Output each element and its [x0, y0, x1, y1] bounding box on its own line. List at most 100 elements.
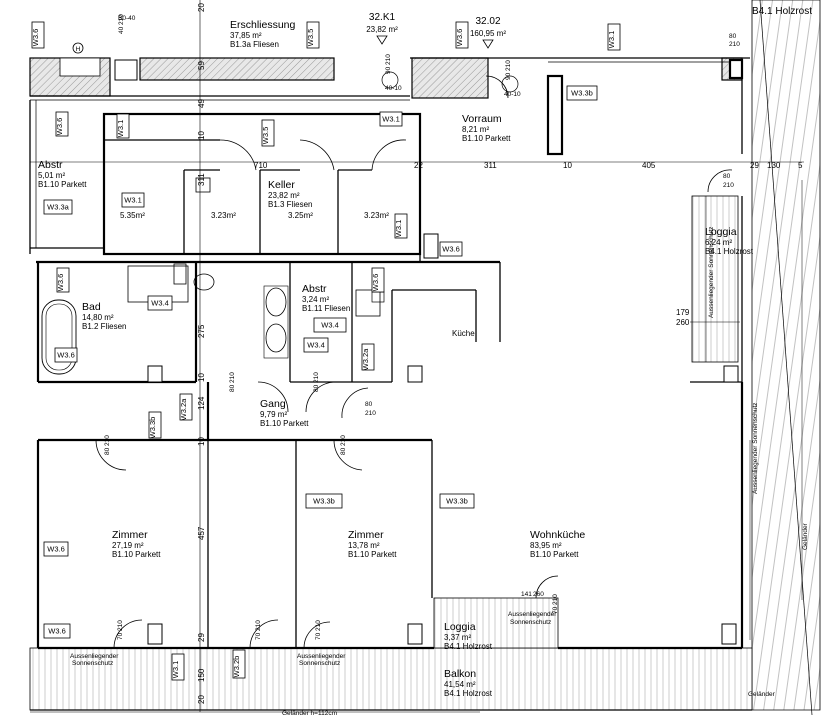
- wall-tag-box: [121, 192, 145, 208]
- wall-tag: W3.1: [171, 653, 185, 681]
- wall-tag-label: W3.6: [455, 29, 464, 47]
- wall-tag-label: W3.2a: [179, 398, 188, 421]
- wall-tag-label: W3.1: [382, 115, 400, 124]
- wall-tag-box: [361, 343, 375, 371]
- annotation-text: B0-40: [118, 15, 136, 22]
- wall-tag-label: W3.6: [371, 274, 380, 292]
- wall-tag-box: [313, 317, 347, 333]
- annotation-text: 179: [676, 308, 690, 317]
- wall-tag: W3.6: [56, 267, 70, 293]
- wall-tag-label: W3.4: [151, 299, 169, 308]
- annotation-text: 5.35m²: [120, 211, 145, 220]
- room-finish: B1.2 Fliesen: [82, 322, 126, 331]
- annotation-text: 210: [723, 182, 734, 189]
- room-finish: B1.10 Parkett: [530, 550, 579, 559]
- annotation-text: 3.25m²: [288, 211, 313, 220]
- annotation-text: 124: [197, 396, 206, 410]
- marker-label: 32.K1: [369, 12, 396, 23]
- wall-tag: W3.3a: [43, 199, 73, 215]
- marker-triangle: [482, 39, 494, 49]
- wall-tag-label: W3.3a: [47, 203, 70, 212]
- loggia-east-deck: [691, 195, 739, 363]
- room-area: 14,80 m²: [82, 313, 114, 322]
- wall-tag-label: W3.6: [47, 545, 65, 554]
- room-finish: B4.1 Holzrost: [444, 689, 493, 698]
- room-finish: B4.1 Holzrost: [444, 642, 493, 651]
- annotation-text: 311: [484, 161, 497, 170]
- hydrant-symbol: H: [72, 42, 519, 93]
- wall-tag-label: W3.1: [607, 31, 616, 49]
- room-finish: B1.11 Fliesen: [302, 304, 350, 313]
- annotation-text: 210: [729, 41, 740, 48]
- marker-area: 160,95 m²: [470, 29, 506, 38]
- annotation-text: 20: [197, 3, 206, 12]
- annotation-text: Aussenliegender: [508, 611, 557, 618]
- annotation-text: Sonnenschutz: [72, 660, 113, 667]
- annotation-text: Geländer h=112cm: [282, 710, 337, 717]
- annotation-text: Geländer: [748, 691, 776, 698]
- wall-tag-box: [439, 241, 463, 257]
- wall-tag-box: [148, 411, 162, 439]
- wall-tag-label: W3.1: [116, 120, 125, 138]
- wall-tag-box: [116, 113, 130, 139]
- annotation-text: 3.23m²: [364, 211, 389, 220]
- wall-tag-box: [305, 493, 343, 509]
- wall-tag: W3.6: [43, 541, 69, 557]
- wall-tag-box: [566, 85, 598, 101]
- room-area: 23,82 m²: [268, 191, 300, 200]
- annotation-text: 405: [642, 161, 656, 170]
- annotation-text: 80 210: [104, 435, 111, 455]
- annotation-text: Küche: [452, 329, 475, 338]
- annotation-text: 80 210: [229, 372, 236, 392]
- wall-tag-label: W3.4: [307, 341, 325, 350]
- annotation-text: 90 210: [385, 54, 392, 74]
- annotation-text: 40-10: [504, 91, 521, 98]
- room-area: 5,01 m²: [38, 171, 65, 180]
- room-finish: B1.3a Fliesen: [230, 40, 279, 49]
- annotation-text: Sonnenschutz: [299, 660, 340, 667]
- annotation-text: 5: [798, 161, 803, 170]
- wall-tag: W3.3b: [439, 493, 475, 509]
- annotation-text: 70 210: [552, 594, 559, 614]
- room-name: Abstr: [302, 283, 327, 295]
- balcony-deck: [29, 597, 753, 711]
- wall-tag-label: W3.1: [124, 196, 142, 205]
- wall-tag: W3.2a: [361, 343, 375, 371]
- wall-tag-box: [303, 337, 329, 353]
- wall-tag: W3.2b: [232, 649, 246, 679]
- annotation-text: 10: [197, 437, 206, 446]
- annotation-text: 70 210: [315, 620, 322, 640]
- room-name: Gang: [260, 398, 286, 410]
- annotation-text: 457: [197, 526, 206, 540]
- wall-tag-box: [171, 653, 185, 681]
- wall-tag-box: [43, 541, 69, 557]
- annotation-text: 70 210: [255, 620, 262, 640]
- annotation-text: Aussenliegender: [297, 653, 346, 660]
- annotation-text: 311: [197, 173, 206, 186]
- annotation-text: 59: [197, 61, 206, 70]
- wall-tag-box: [379, 111, 403, 127]
- wall-tag-label: W3.2a: [361, 348, 370, 371]
- east-terrace: [751, 0, 821, 716]
- annotation-text: 22: [414, 161, 423, 170]
- wall-tag-label: W3.6: [55, 118, 64, 136]
- wall-tag-label: W3.6: [442, 245, 460, 254]
- marker-area: 23,82 m²: [366, 25, 398, 34]
- fixtures: [41, 263, 385, 375]
- room-name: Erschliessung: [230, 19, 296, 31]
- room-area: 13,78 m²: [348, 541, 380, 550]
- annotation-text: 49: [197, 99, 206, 108]
- wall-tag: W3.6: [455, 21, 469, 49]
